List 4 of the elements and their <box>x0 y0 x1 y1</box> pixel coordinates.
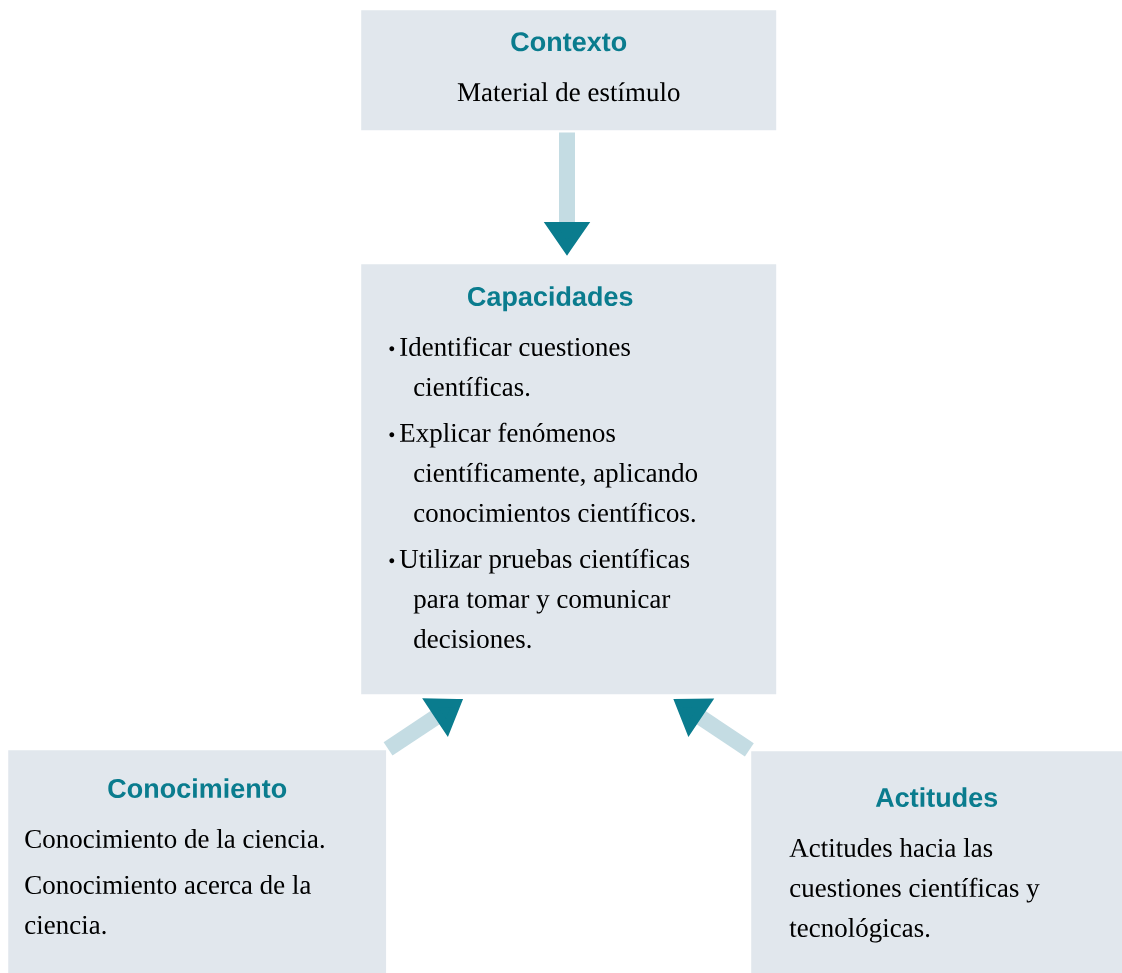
text-box: Conocimiento Conocimiento de la ciencia. Conocimiento acerca de la ciencia. <box>8 750 387 973</box>
text-box: Capacidades Identificar cuestiones científicas. Explicar fenómenos científicamente, aplicando conocimientos científicos. Utilizar pruebas científicas para tomar y comunicar decisiones. <box>361 264 777 695</box>
text-box: Contexto Material de estímulo <box>361 10 777 131</box>
text-box: Actitudes Actitudes hacia las cuestiones científicas y tecnológicas. <box>751 751 1122 973</box>
